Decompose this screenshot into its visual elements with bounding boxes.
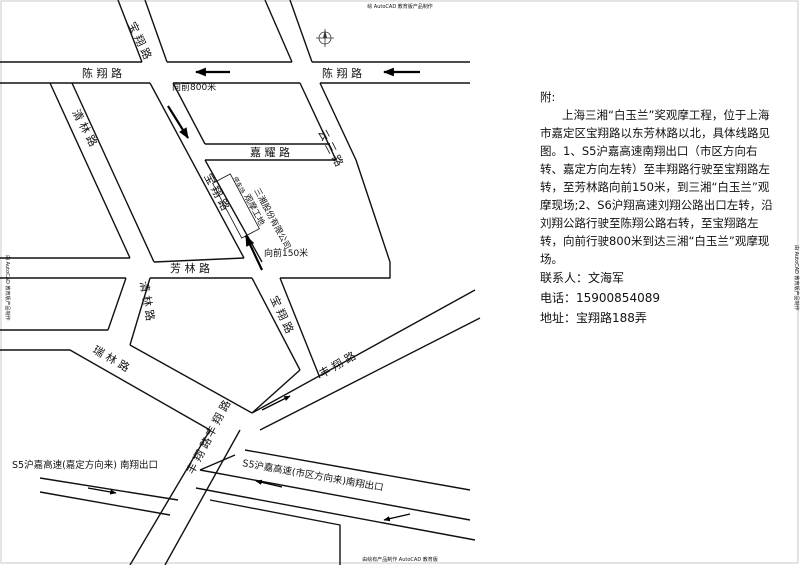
route-description-panel: 附: 上海三湘“白玉兰”奖观摩工程，位于上海市嘉定区宝翔路以东芳林路以北，具体线… xyxy=(540,88,780,328)
label-fengxiang-bottom: 丰 翔 路 xyxy=(183,435,214,477)
forward-150-label: 向前150米 xyxy=(264,247,308,259)
label-qinglin-lower: 清 林 路 xyxy=(137,280,158,322)
label-fengxiang: 丰 翔 路 xyxy=(317,348,359,380)
label-baoxiang-mid: 宝 翔 路 xyxy=(201,171,232,213)
label-baoxiang-upper: 宝 翔 路 xyxy=(125,19,155,61)
right-side-watermark: 由 AutoCAD 教育版产品制作 xyxy=(793,245,800,311)
label-ruilin: 瑞 林 路 xyxy=(91,342,133,374)
venue-small-label: 停车场 xyxy=(231,175,247,195)
left-side-watermark: 由 AutoCAD 教育版产品制作 xyxy=(4,255,11,321)
label-fengxiang-lower: 丰 翔 路 xyxy=(202,398,233,440)
contact-address: 地址：宝翔路188弄 xyxy=(540,311,647,325)
note-body: 上海三湘“白玉兰”奖观摩工程，位于上海市嘉定区宝翔路以东芳林路以北，具体线路见图… xyxy=(540,108,773,266)
label-qinglin-upper: 清 林 路 xyxy=(69,107,100,149)
label-fanglin: 芳 林 路 xyxy=(170,261,210,275)
contact-person: 联系人：文海军 xyxy=(540,271,625,285)
label-chenxiang-left: 陈 翔 路 xyxy=(82,66,122,80)
s5-left-label: S5沪嘉高速(嘉定方向来) 南翔出口 xyxy=(12,459,158,471)
label-yunsan: 云 三 路 xyxy=(315,127,345,168)
header-watermark: 绘 AutoCAD 教育版产品制作 xyxy=(367,3,433,10)
contact-phone: 电话：15900854089 xyxy=(540,291,660,305)
footer-watermark: 由绘有产品制作 AutoCAD 教育版 xyxy=(362,556,438,563)
label-jiayao: 嘉 耀 路 xyxy=(250,145,290,159)
venue-site-outline xyxy=(212,173,260,239)
compass-icon xyxy=(316,29,334,47)
route-arrows xyxy=(87,67,420,522)
note-heading: 附: xyxy=(540,90,556,104)
forward-800-label: 向前800米 xyxy=(172,81,216,93)
road-network xyxy=(0,0,481,566)
label-chenxiang-right: 陈 翔 路 xyxy=(322,66,362,80)
